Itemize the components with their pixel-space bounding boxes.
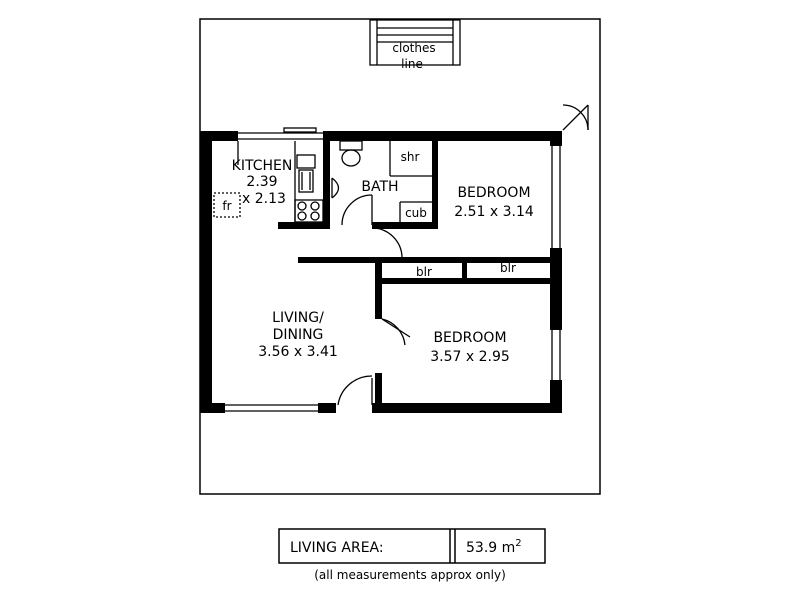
clothes-line-frame xyxy=(369,19,461,66)
measurements-note: (all measurements approx only) xyxy=(314,568,506,582)
bedroom-2-dims: 3.57 x 2.95 xyxy=(430,349,510,365)
side-gate xyxy=(562,104,589,131)
clothes-line-label-2: line xyxy=(401,57,423,71)
shower-label: shr xyxy=(401,150,420,164)
living-dims: 3.56 x 3.41 xyxy=(258,344,338,360)
bath-name: BATH xyxy=(361,179,398,195)
lot-boundary xyxy=(199,18,601,495)
living-name-1: LIVING/ xyxy=(272,310,324,326)
robe-2-label: blr xyxy=(500,261,516,275)
bedroom-1-name: BEDROOM xyxy=(457,185,530,201)
living-area-box xyxy=(278,528,546,564)
exterior-walls xyxy=(200,131,562,413)
bedroom-1-dims: 2.51 x 3.14 xyxy=(454,204,534,220)
robe-1-label: blr xyxy=(416,265,432,279)
living-name-2: DINING xyxy=(273,327,324,343)
living-area-label: LIVING AREA: xyxy=(290,540,384,556)
windows xyxy=(225,127,561,412)
interior-fixtures xyxy=(213,140,432,223)
cupboard-label: cub xyxy=(405,206,427,220)
bedroom-2-name: BEDROOM xyxy=(433,330,506,346)
kitchen-dims-2: x 2.13 xyxy=(242,191,286,207)
living-area-value: 53.9 m2 xyxy=(466,538,522,556)
fridge-label: fr xyxy=(222,199,231,213)
living-area-unit-sup: 2 xyxy=(515,538,521,549)
interior-walls xyxy=(278,131,550,413)
kitchen-dims-1: 2.39 xyxy=(246,174,277,190)
door-swings xyxy=(337,194,411,406)
kitchen-name: KITCHEN xyxy=(232,158,293,174)
clothes-line-label-1: clothes xyxy=(392,41,435,55)
